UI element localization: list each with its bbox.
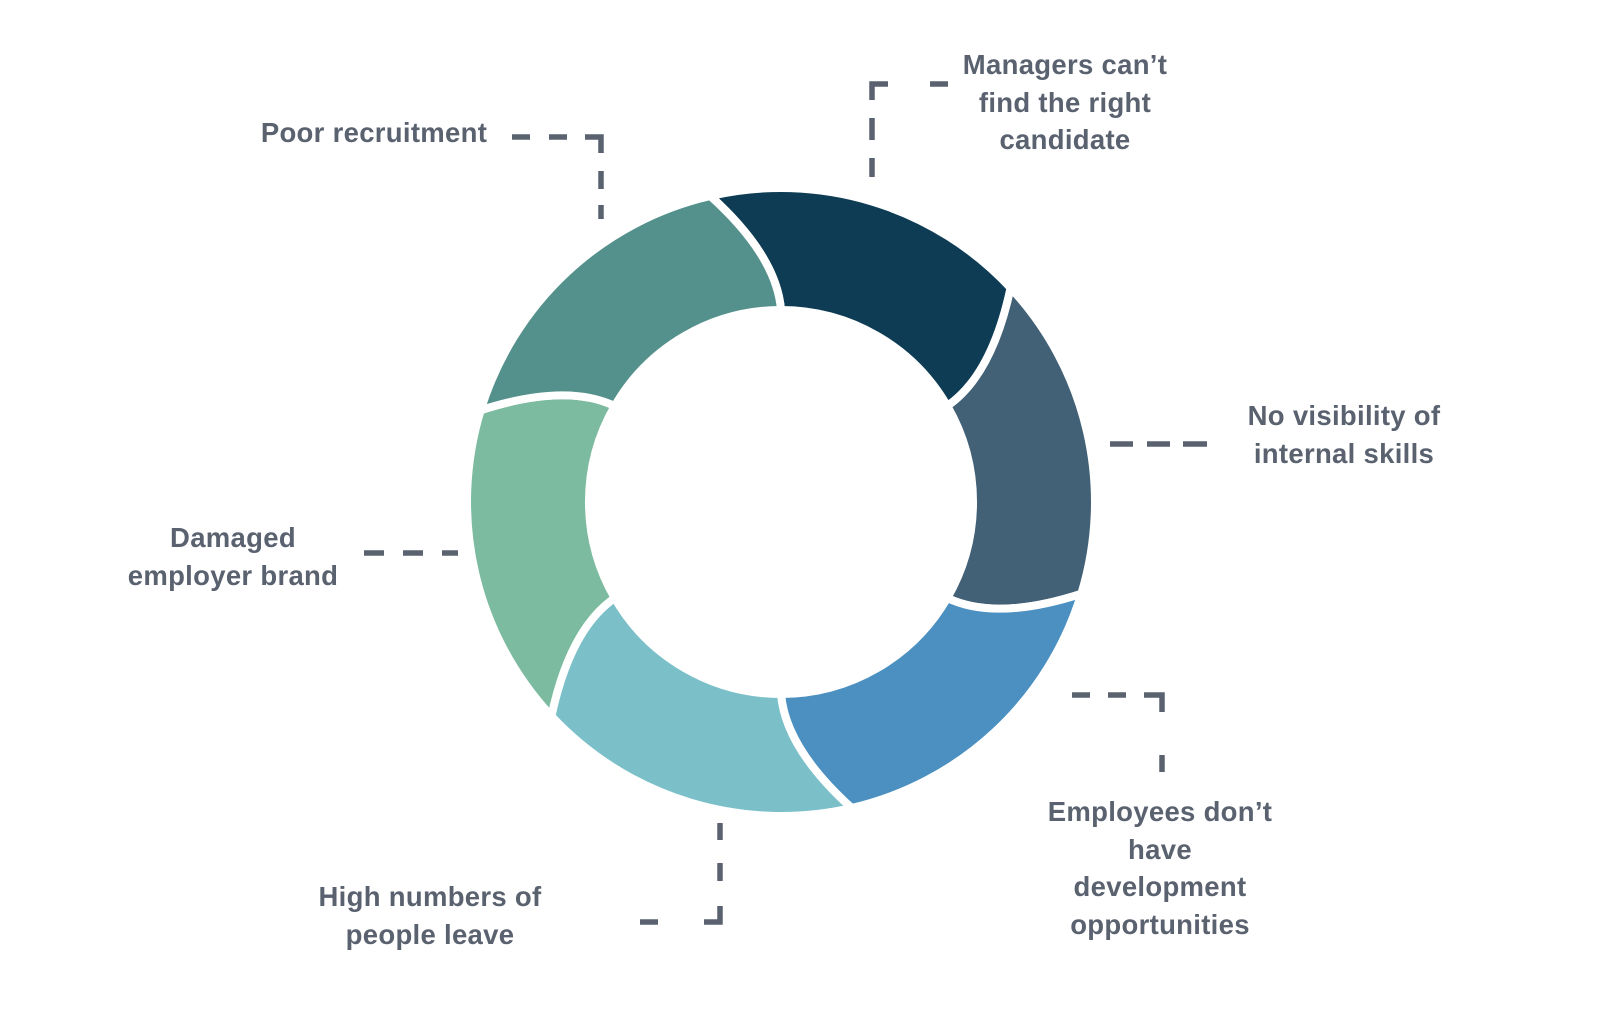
label-line: candidate (999, 124, 1131, 155)
connector-managers (869, 81, 948, 177)
connector-corner (704, 906, 723, 925)
label-line: employer brand (127, 559, 339, 591)
connector-corner (585, 134, 604, 153)
connector-poor (512, 134, 604, 219)
label-line: find the right (978, 86, 1152, 118)
connector-corner (1144, 692, 1165, 712)
label-high-numbers: High numbers of people leave (319, 878, 542, 953)
label-line: Employees don’t (1047, 796, 1273, 827)
label-poor: Poor recruitment (261, 114, 487, 152)
segment-damaged (463, 391, 619, 721)
segment-high-numbers (547, 594, 856, 821)
connector-employees (1072, 692, 1165, 772)
label-line: have (1128, 833, 1192, 865)
label-employees: Employees don’t have development opportunit… (1048, 793, 1273, 943)
label-line: opportunities (1070, 908, 1250, 940)
label-line: High numbers of (318, 881, 542, 912)
segment-no-visibility (943, 283, 1099, 613)
segment-employees (777, 589, 1086, 812)
label-line: Managers can’t (962, 49, 1168, 80)
label-line: Damaged (170, 522, 296, 553)
connector-high-numbers (640, 823, 723, 925)
label-line: No visibility of (1247, 400, 1441, 431)
label-line: Poor recruitment (260, 117, 488, 148)
label-no-visibility: No visibility of internal skills (1248, 397, 1441, 472)
label-line: development (1073, 871, 1247, 902)
segment-poor (476, 192, 785, 415)
label-line: internal skills (1253, 437, 1435, 469)
label-managers: Managers can’t find the right candidate (963, 46, 1167, 159)
connector-corner (869, 81, 888, 100)
label-line: people leave (345, 918, 515, 950)
label-damaged: Damaged employer brand (128, 519, 339, 594)
